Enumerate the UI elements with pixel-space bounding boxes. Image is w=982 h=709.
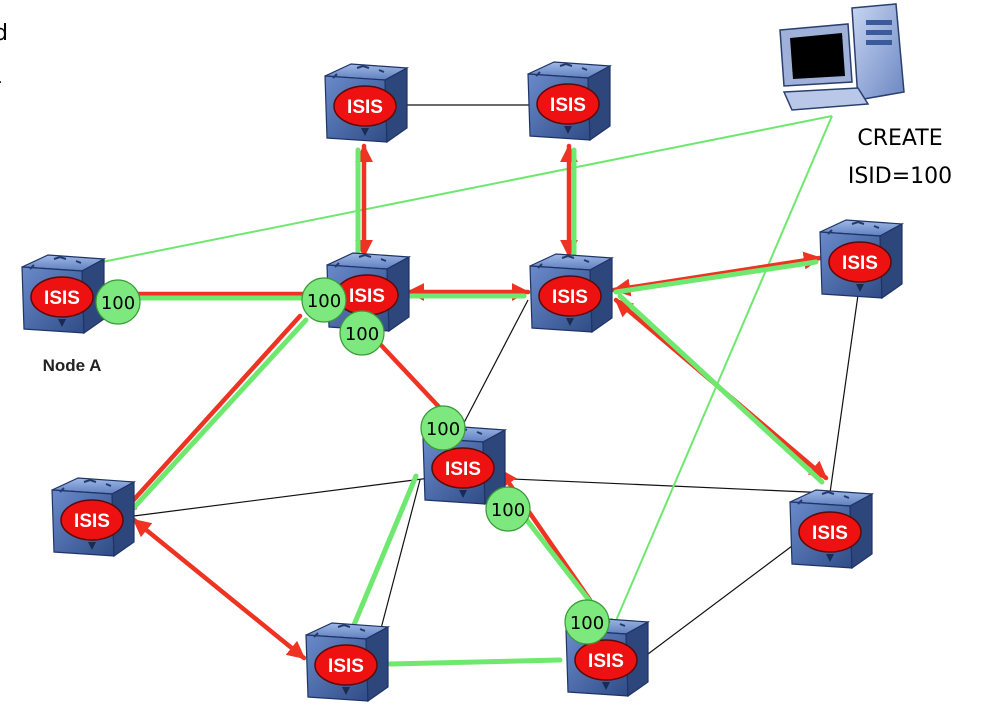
link-bottom-mid-center-mid — [377, 479, 421, 641]
isis-node-center-mid[interactable]: ISIS — [422, 425, 506, 505]
thin-links — [117, 104, 859, 661]
isis-node-center-left[interactable]: ISIS — [326, 252, 410, 332]
red-path-center-left-center-mid — [377, 341, 443, 411]
red-path-bottom-left-bottom-mid — [131, 517, 307, 661]
isis-node-label: ISIS — [44, 288, 80, 309]
isis-node-label: ISIS — [347, 97, 383, 118]
isis-node-label: ISIS — [74, 511, 110, 532]
isis-node-label: ISIS — [812, 523, 848, 544]
isid-badge-bottom-center: 100 — [564, 599, 610, 645]
isid-badge-label: 100 — [426, 419, 460, 440]
workstation-label-line2: ISID=100 — [848, 164, 952, 189]
node-a-label: Node A — [43, 356, 102, 375]
isid-badge-label: 100 — [101, 293, 135, 314]
isis-node-label: ISIS — [842, 253, 878, 274]
isid-badge-center-mid: 100 — [420, 405, 466, 451]
cut-off-dash: - — [0, 69, 2, 94]
isis-node-bottom-center[interactable]: ISIS — [565, 617, 649, 697]
isis-node-top-right[interactable]: ISIS — [527, 61, 611, 141]
isis-node-label: ISIS — [588, 651, 624, 672]
isis-node-a[interactable]: ISIS — [21, 254, 105, 334]
green-paths — [119, 147, 825, 667]
isis-node-bottom-left[interactable]: ISIS — [51, 477, 135, 557]
link-workstation-node-a — [70, 115, 833, 272]
isis-node-label: ISIS — [550, 95, 586, 116]
cut-off-text: d — [0, 21, 8, 46]
workstation-icon — [779, 3, 905, 111]
isid-badge-label: 100 — [491, 500, 525, 521]
workstation-links — [70, 115, 833, 632]
isis-node-bottom-mid[interactable]: ISIS — [305, 622, 389, 702]
isis-node-center-right[interactable]: ISIS — [529, 253, 613, 333]
green-path-bottom-mid-bottom-center — [387, 657, 563, 667]
workstation-label-line1: CREATE — [857, 126, 942, 151]
link-center-right-center-mid — [454, 299, 529, 441]
isid-badge-center-left-1: 100 — [301, 277, 347, 323]
isid-badge-label: 100 — [345, 324, 379, 345]
isid-badge-node-a: 100 — [95, 279, 141, 325]
isis-node-label: ISIS — [445, 459, 481, 480]
isis-node-label: ISIS — [552, 287, 588, 308]
isid-badge-label: 100 — [570, 613, 604, 634]
red-path-center-left-bottom-left — [117, 313, 303, 518]
green-path-center-right-far-right — [613, 259, 819, 295]
green-path-center-mid-bottom-mid — [343, 473, 419, 647]
isis-node-bottom-right[interactable]: ISIS — [789, 489, 873, 569]
isis-node-label: ISIS — [328, 656, 364, 677]
link-far-right-bottom-right — [829, 294, 859, 494]
red-paths — [117, 143, 829, 661]
isid-badge-center-mid-lower: 100 — [485, 486, 531, 532]
green-path-center-right-bottom-right — [617, 293, 825, 485]
isis-node-top-left[interactable]: ISIS — [324, 63, 408, 143]
isid-badge-label: 100 — [307, 291, 341, 312]
link-bottom-right-bottom-center — [639, 539, 801, 661]
isis-node-label: ISIS — [349, 286, 385, 307]
isid-badge-center-left-2: 100 — [339, 310, 385, 356]
green-path-center-left-bottom-left — [125, 317, 309, 517]
isis-node-far-right[interactable]: ISIS — [819, 219, 903, 299]
link-center-mid-bottom-right — [489, 477, 831, 494]
link-bottom-left-center-mid — [117, 477, 431, 519]
